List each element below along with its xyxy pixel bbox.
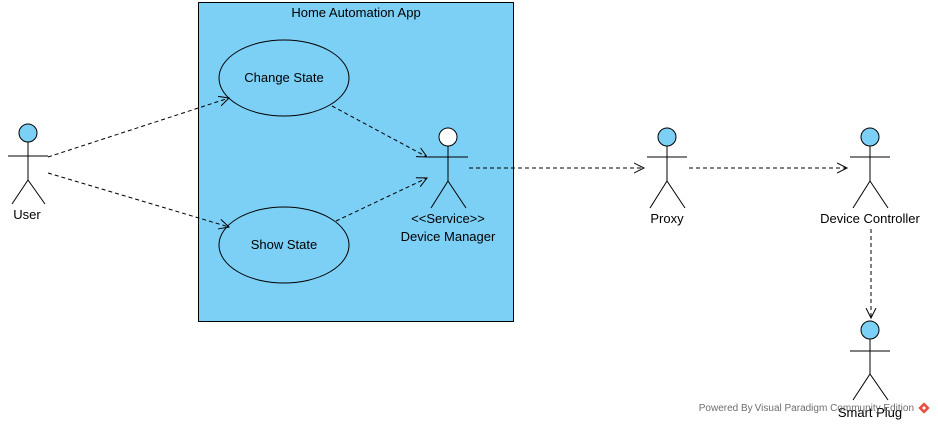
use-case-show-state-label: Show State xyxy=(250,237,318,252)
dependency-change-state-device-manager[interactable] xyxy=(331,105,427,157)
dependency-user-show-state[interactable] xyxy=(47,172,229,227)
actor-device-controller[interactable] xyxy=(850,127,890,209)
dependency-user-change-state[interactable] xyxy=(47,98,229,158)
actor-head-icon xyxy=(438,127,458,147)
actor-head-icon xyxy=(18,123,38,143)
actor-user-label: User xyxy=(13,207,41,222)
system-boundary-title: Home Automation App xyxy=(291,5,421,20)
actor-smart-plug-label: Smart Plug xyxy=(837,405,903,420)
use-case-change-state[interactable] xyxy=(218,39,350,117)
actor-device-controller-label: Device Controller xyxy=(820,211,920,226)
actor-head-icon xyxy=(860,127,880,147)
actor-head-icon xyxy=(657,127,677,147)
actor-device-manager-label: Device Manager xyxy=(400,229,496,244)
actor-device-manager[interactable] xyxy=(428,127,468,209)
powered-by-footer: Powered By Visual Paradigm Community Edi… xyxy=(698,403,914,414)
actor-device-manager-stereotype: <<Service>> xyxy=(411,211,485,226)
actor-user[interactable] xyxy=(8,123,48,205)
actor-head-icon xyxy=(860,320,880,340)
actor-smart-plug[interactable] xyxy=(850,320,890,401)
dependency-show-state-device-manager[interactable] xyxy=(335,178,427,222)
actor-proxy[interactable] xyxy=(647,127,687,209)
visual-paradigm-logo-icon xyxy=(918,402,930,414)
actor-proxy-label: Proxy xyxy=(650,211,684,226)
use-case-change-state-label: Change State xyxy=(244,70,324,85)
use-case-show-state[interactable] xyxy=(218,206,350,284)
